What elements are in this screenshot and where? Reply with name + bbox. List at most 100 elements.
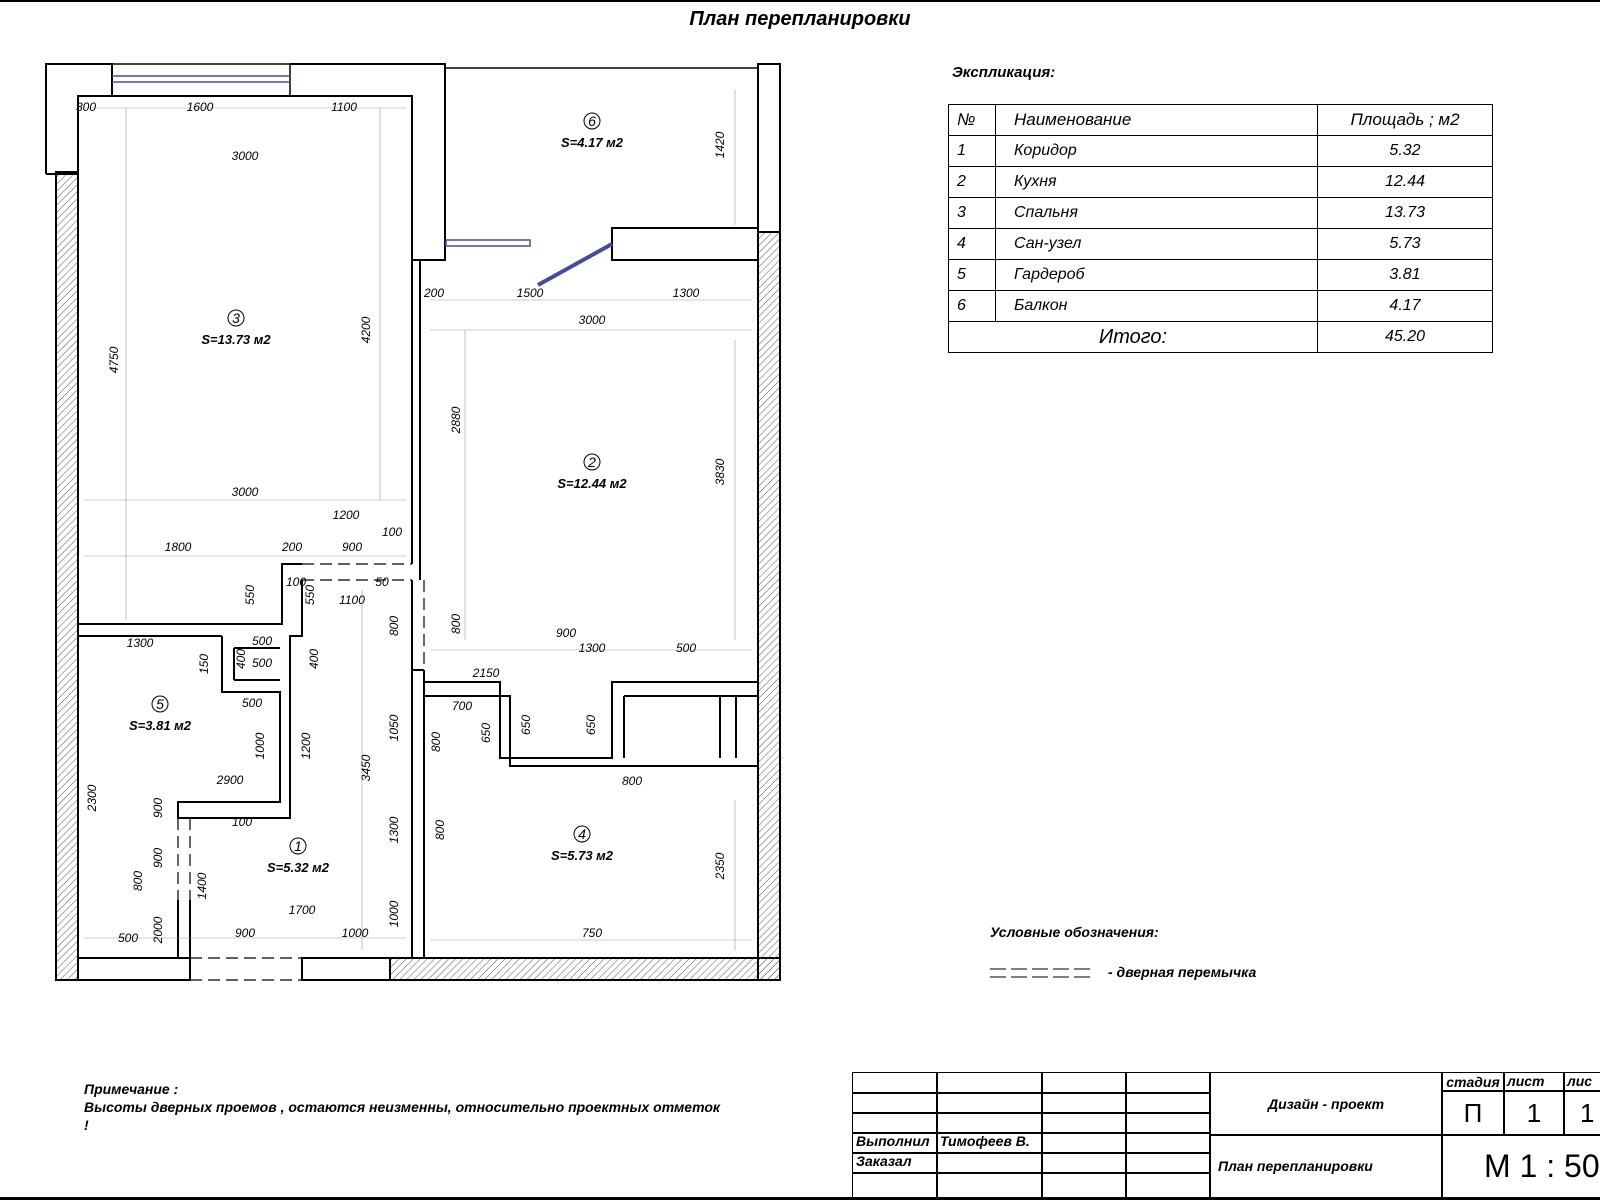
room-number-circle	[151, 695, 169, 713]
dimension-label: 1000	[253, 732, 267, 759]
col-num-header: №	[948, 104, 996, 136]
row-num: 1	[948, 135, 996, 167]
row-name: Спальня	[995, 197, 1318, 229]
wall-top-middle	[290, 63, 446, 261]
dimension-label: 1700	[289, 903, 316, 917]
legend-heading: Условные обозначения:	[990, 924, 1159, 940]
row-num: 4	[948, 228, 996, 260]
stage-value: П	[1441, 1090, 1505, 1136]
dimension-label: 650	[584, 715, 598, 735]
dimension-label: 3830	[713, 458, 727, 485]
room-label-6: 6S=4.17 м2	[561, 112, 624, 150]
dimension-label: 550	[243, 585, 257, 605]
room-area: S=13.73 м2	[201, 332, 271, 347]
dimension-label: 1000	[387, 900, 401, 927]
dimension-label: 4200	[359, 316, 373, 343]
room-number: 6	[588, 113, 596, 129]
room-area: S=5.32 м2	[267, 860, 330, 875]
performed-label: Выполнил	[852, 1132, 938, 1154]
dimension-label: 2350	[713, 852, 727, 880]
dimension-label: 550	[303, 585, 317, 605]
room-number: 3	[232, 310, 240, 326]
row-area: 4.17	[1317, 290, 1493, 322]
room-area: S=4.17 м2	[561, 135, 624, 150]
note-text: Высоты дверных проемов , остаются неизме…	[84, 1099, 721, 1133]
row-area: 5.73	[1317, 228, 1493, 260]
dimension-label: 1420	[713, 131, 727, 158]
dimension-label: 2150	[472, 666, 500, 680]
row-name: Балкон	[995, 290, 1318, 322]
exterior-wall-right	[757, 231, 781, 981]
dimension-label: 800	[622, 774, 642, 788]
dimension-label: 800	[387, 616, 401, 636]
dimension-label: 500	[676, 641, 696, 655]
dimension-label: 1100	[339, 593, 365, 607]
dimension-label: 1300	[387, 816, 401, 843]
dimension-label: 500	[118, 931, 138, 945]
dimension-label: 900	[556, 626, 576, 640]
dimension-label: 500	[252, 634, 272, 648]
wall-block-bottom-left	[77, 957, 191, 981]
balcony-wall-right	[757, 63, 781, 233]
dimension-label: 2880	[449, 406, 463, 434]
window-bedroom	[111, 63, 291, 97]
room-number: 2	[587, 454, 596, 470]
dimension-label: 1100	[331, 100, 357, 114]
total-label: Итого:	[948, 321, 1318, 353]
row-area: 13.73	[1317, 197, 1493, 229]
room-number-circle	[227, 309, 245, 327]
drawing-title: План перепланировки	[689, 8, 911, 30]
row-area: 5.32	[1317, 135, 1493, 167]
note-heading: Примечание :	[84, 1081, 179, 1097]
sheets-value: 1	[1563, 1090, 1600, 1136]
room-label-5: 5S=3.81 м2	[129, 695, 192, 733]
row-name: Сан-узел	[995, 228, 1318, 260]
balcony-door-swing	[537, 242, 613, 287]
dimension-label: 100	[232, 815, 252, 829]
dimension-label: 1050	[387, 714, 401, 741]
dimension-label: 1000	[342, 926, 369, 940]
dimension-label: 900	[342, 540, 362, 554]
dimension-label: 800	[131, 871, 145, 891]
dimension-label: 900	[151, 798, 165, 818]
balcony-wall-partition	[611, 227, 759, 261]
room-label-3: 3S=13.73 м2	[201, 309, 271, 347]
row-num: 2	[948, 166, 996, 198]
dimension-label: 1400	[195, 872, 209, 899]
dimension-label: 650	[479, 723, 493, 743]
dimension-label: 900	[235, 926, 255, 940]
dimension-label: 1600	[187, 100, 214, 114]
room-label-4: 4S=5.73 м2	[551, 825, 614, 863]
row-num: 3	[948, 197, 996, 229]
dimension-label: 1800	[165, 540, 192, 554]
dimension-label: 3450	[359, 754, 373, 781]
exterior-wall-bottom	[389, 957, 781, 981]
row-num: 5	[948, 259, 996, 291]
dimension-label: 100	[286, 575, 306, 589]
sheet-value: 1	[1503, 1090, 1565, 1136]
dimension-label: 2300	[85, 784, 99, 812]
dimension-label: 400	[234, 649, 248, 669]
sheets-label: лис	[1563, 1072, 1600, 1092]
dimension-label: 650	[519, 715, 533, 735]
dimension-label: 900	[151, 848, 165, 868]
dimension-label: 100	[382, 525, 402, 539]
row-area: 3.81	[1317, 259, 1493, 291]
dimension-label: 400	[307, 649, 321, 669]
balcony-door-leaf	[445, 239, 531, 247]
dimension-label: 1300	[673, 286, 700, 300]
explication-heading: Экспликация:	[952, 64, 1056, 81]
dimension-label: 200	[423, 286, 444, 300]
row-name: Гардероб	[995, 259, 1318, 291]
room-number: 4	[578, 826, 586, 842]
total-area: 45.20	[1317, 321, 1493, 353]
dimension-label: 150	[197, 654, 211, 674]
bathroom-top-wall	[424, 681, 758, 759]
dimension-label: 750	[582, 926, 602, 940]
